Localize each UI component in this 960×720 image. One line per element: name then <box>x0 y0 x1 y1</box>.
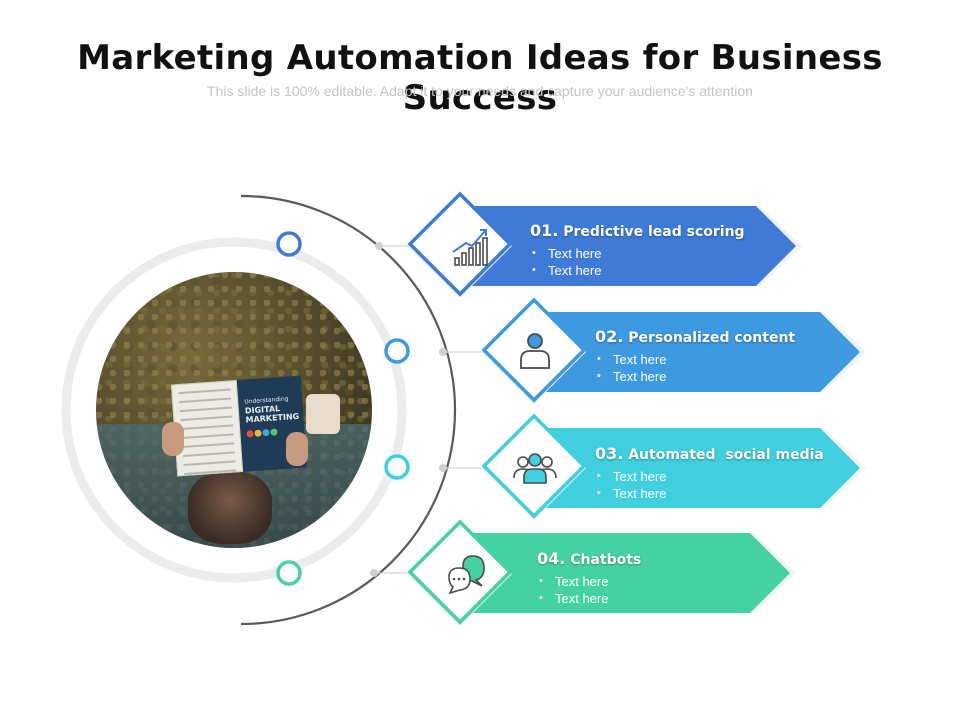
slide-subtitle: This slide is 100% editable. Adapt it to… <box>207 83 753 99</box>
slide-title: Marketing Automation Ideas for Business … <box>77 38 883 118</box>
marker-circle-4 <box>276 560 302 586</box>
item-heading-4: 04. Chatbots <box>537 549 641 568</box>
bullet-text: Text here <box>595 468 666 485</box>
cup <box>306 394 340 434</box>
book-dot-blue <box>262 428 270 437</box>
reading-person-photo: Understanding DIGITAL MARKETING <box>96 272 372 548</box>
marker-circle-1 <box>276 231 302 257</box>
chat-bubbles-icon <box>448 555 485 595</box>
diamond-2 <box>481 297 587 403</box>
right-hand <box>286 432 308 466</box>
item-number-2: 02. <box>595 327 624 346</box>
item-heading-3: 03. Automated social media <box>595 444 824 463</box>
connector-dots <box>370 242 447 577</box>
item-heading-1: 01. Predictive lead scoring <box>530 221 745 240</box>
left-hand <box>162 422 184 456</box>
bullet-text: Text here <box>530 262 601 279</box>
group-icon <box>513 453 557 484</box>
item-label-2: Personalized content <box>628 330 796 346</box>
photo-ring <box>61 237 407 583</box>
diamond-1 <box>407 191 513 297</box>
item-label-3: Automated social media <box>628 447 824 463</box>
bullet-text: Text here <box>595 351 666 368</box>
item-heading-2: 02. Personalized content <box>595 327 795 346</box>
outer-arc <box>240 194 457 626</box>
book-dot-yellow <box>254 429 262 437</box>
person <box>188 472 272 544</box>
item-number-3: 03. <box>595 444 624 463</box>
growth-chart-icon <box>452 229 488 266</box>
marker-circle-3 <box>384 454 410 480</box>
user-icon <box>520 333 550 369</box>
book-dot-red <box>246 430 254 438</box>
item-number-1: 01. <box>530 221 559 240</box>
bullet-text: Text here <box>530 245 601 262</box>
connectors <box>374 245 512 574</box>
item-bullets-1: Text here Text here <box>530 245 601 279</box>
bullet-text: Text here <box>595 485 666 502</box>
item-bullets-3: Text here Text here <box>595 468 666 502</box>
item-label-4: Chatbots <box>570 552 642 568</box>
bullet-text: Text here <box>537 590 608 607</box>
item-bullets-2: Text here Text here <box>595 351 666 385</box>
item-bullets-4: Text here Text here <box>537 573 608 607</box>
banner-1 <box>468 206 796 286</box>
bullet-text: Text here <box>595 368 666 385</box>
item-label-1: Predictive lead scoring <box>563 224 745 240</box>
bullet-text: Text here <box>537 573 608 590</box>
item-number-4: 04. <box>537 549 566 568</box>
marker-circle-2 <box>384 338 410 364</box>
book-dot-green <box>270 428 278 436</box>
